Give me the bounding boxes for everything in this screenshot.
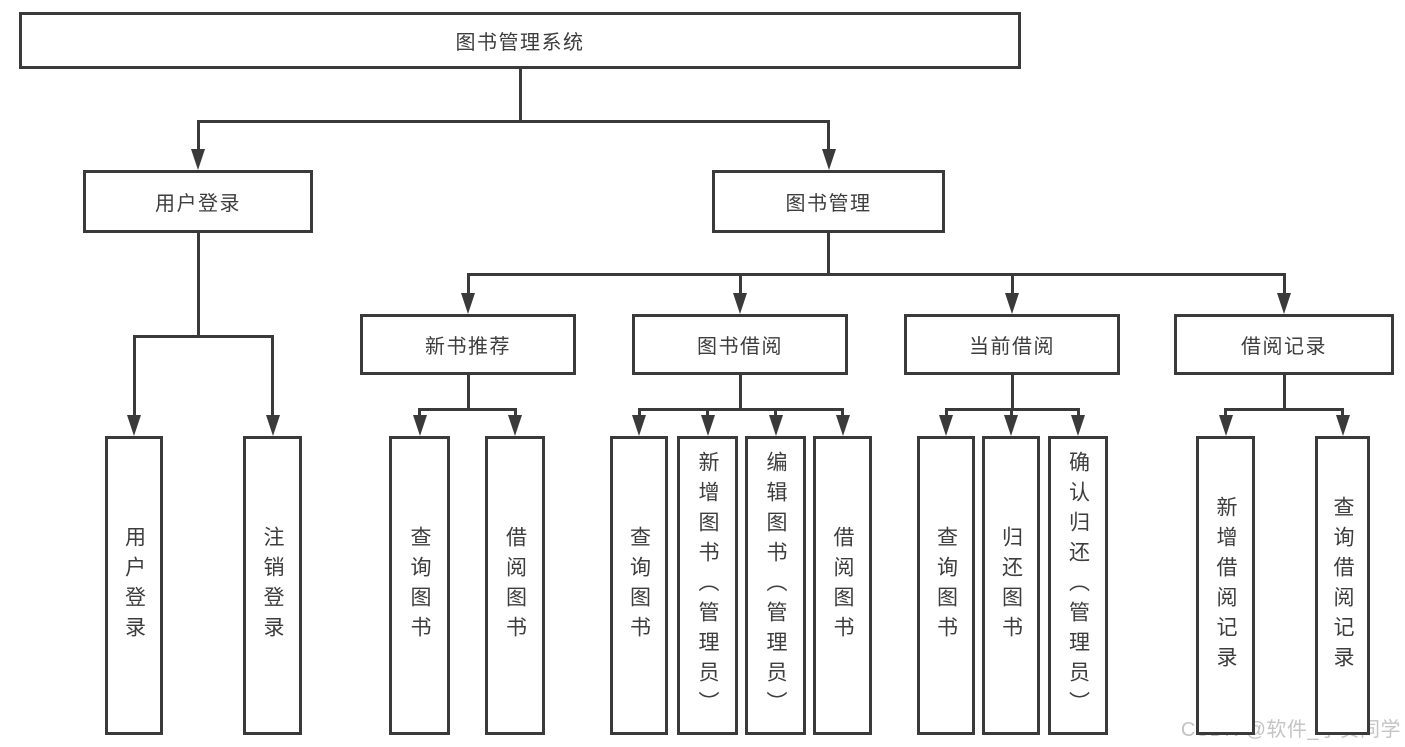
arrowhead-down-icon bbox=[508, 415, 522, 436]
node-borrow-records: 借阅记录 bbox=[1174, 314, 1394, 375]
node-new-book-rec: 新书推荐 bbox=[360, 314, 576, 375]
arrowhead-down-icon bbox=[461, 293, 475, 314]
connector-line bbox=[738, 273, 742, 302]
arrowhead-down-icon bbox=[768, 415, 783, 436]
node-user-login-leaf: 用户登录 bbox=[105, 436, 163, 735]
node-query-books-1: 查询图书 bbox=[389, 436, 450, 735]
arrowhead-down-icon bbox=[1218, 415, 1233, 436]
node-label: 新增借阅记录 bbox=[1214, 495, 1237, 676]
node-label: 新书推荐 bbox=[425, 336, 511, 358]
node-edit-books: 编辑图书（管理员） bbox=[745, 436, 806, 735]
connector-line bbox=[1224, 408, 1344, 411]
connector-line bbox=[827, 120, 830, 158]
node-label: 注销登录 bbox=[261, 525, 284, 646]
node-book-borrow: 图书借阅 bbox=[632, 314, 848, 375]
node-label: 图书管理 bbox=[785, 193, 872, 215]
arrowhead-down-icon bbox=[700, 415, 715, 436]
arrowhead-down-icon bbox=[1005, 293, 1019, 314]
node-label: 编辑图书（管理员） bbox=[764, 450, 787, 721]
arrowhead-down-icon bbox=[733, 293, 747, 314]
connector-line bbox=[132, 335, 274, 338]
connector-line bbox=[196, 233, 200, 338]
node-label: 查询借阅记录 bbox=[1331, 495, 1354, 676]
arrowhead-down-icon bbox=[1004, 415, 1018, 436]
node-confirm-return: 确认归还（管理员） bbox=[1048, 436, 1108, 735]
node-label: 图书管理系统 bbox=[455, 32, 585, 54]
node-user-login: 用户登录 bbox=[83, 170, 313, 233]
connector-line bbox=[1010, 375, 1014, 411]
arrowhead-down-icon bbox=[939, 415, 953, 436]
node-borrow-books-1: 借阅图书 bbox=[485, 436, 545, 735]
connector-line bbox=[271, 335, 274, 424]
node-book-mgmt: 图书管理 bbox=[712, 170, 945, 233]
node-label: 归还图书 bbox=[999, 525, 1023, 646]
node-label: 查询图书 bbox=[934, 525, 958, 646]
connector-line bbox=[738, 375, 742, 411]
arrowhead-down-icon bbox=[412, 415, 427, 436]
node-label: 借阅图书 bbox=[831, 525, 854, 646]
arrowhead-down-icon bbox=[127, 415, 141, 436]
connector-line bbox=[1010, 273, 1014, 302]
node-logout-leaf: 注销登录 bbox=[243, 436, 302, 735]
arrowhead-down-icon bbox=[265, 415, 280, 436]
arrowhead-down-icon bbox=[1335, 415, 1350, 436]
node-query-books-2: 查询图书 bbox=[610, 436, 668, 735]
connector-line bbox=[132, 335, 136, 424]
node-return-books: 归还图书 bbox=[982, 436, 1040, 735]
node-label: 查询图书 bbox=[627, 525, 651, 646]
connector-line bbox=[1282, 375, 1286, 411]
arrowhead-down-icon bbox=[632, 415, 646, 436]
connector-line bbox=[466, 273, 1286, 276]
connector-line bbox=[196, 120, 200, 158]
node-root: 图书管理系统 bbox=[19, 12, 1021, 69]
arrowhead-down-icon bbox=[1277, 293, 1291, 314]
node-label: 图书借阅 bbox=[697, 336, 783, 358]
connector-line bbox=[196, 120, 830, 123]
connector-line bbox=[827, 233, 830, 276]
arrowhead-down-icon bbox=[1071, 415, 1085, 436]
connector-line bbox=[637, 408, 844, 411]
node-label: 用户登录 bbox=[122, 525, 146, 646]
node-label: 查询图书 bbox=[408, 525, 431, 646]
arrowhead-down-icon bbox=[191, 149, 205, 170]
arrowhead-down-icon bbox=[821, 149, 836, 170]
connector-line bbox=[518, 69, 522, 123]
node-label: 当前借阅 bbox=[969, 336, 1055, 358]
arrowhead-down-icon bbox=[835, 415, 850, 436]
node-label: 借阅图书 bbox=[503, 525, 527, 646]
connector-line bbox=[466, 375, 470, 411]
node-label: 确认归还（管理员） bbox=[1066, 450, 1090, 721]
connector-line bbox=[466, 273, 470, 302]
node-add-borrow-record: 新增借阅记录 bbox=[1196, 436, 1255, 735]
node-label: 用户登录 bbox=[155, 193, 241, 215]
node-query-borrow-record: 查询借阅记录 bbox=[1315, 436, 1370, 735]
node-label: 借阅记录 bbox=[1241, 336, 1327, 358]
node-borrow-books-2: 借阅图书 bbox=[813, 436, 872, 735]
connector-line bbox=[1282, 273, 1286, 302]
node-add-books: 新增图书（管理员） bbox=[677, 436, 738, 735]
node-current-borrow: 当前借阅 bbox=[904, 314, 1120, 375]
node-query-books-3: 查询图书 bbox=[917, 436, 975, 735]
node-label: 新增图书（管理员） bbox=[696, 450, 719, 721]
connector-line bbox=[418, 408, 517, 411]
